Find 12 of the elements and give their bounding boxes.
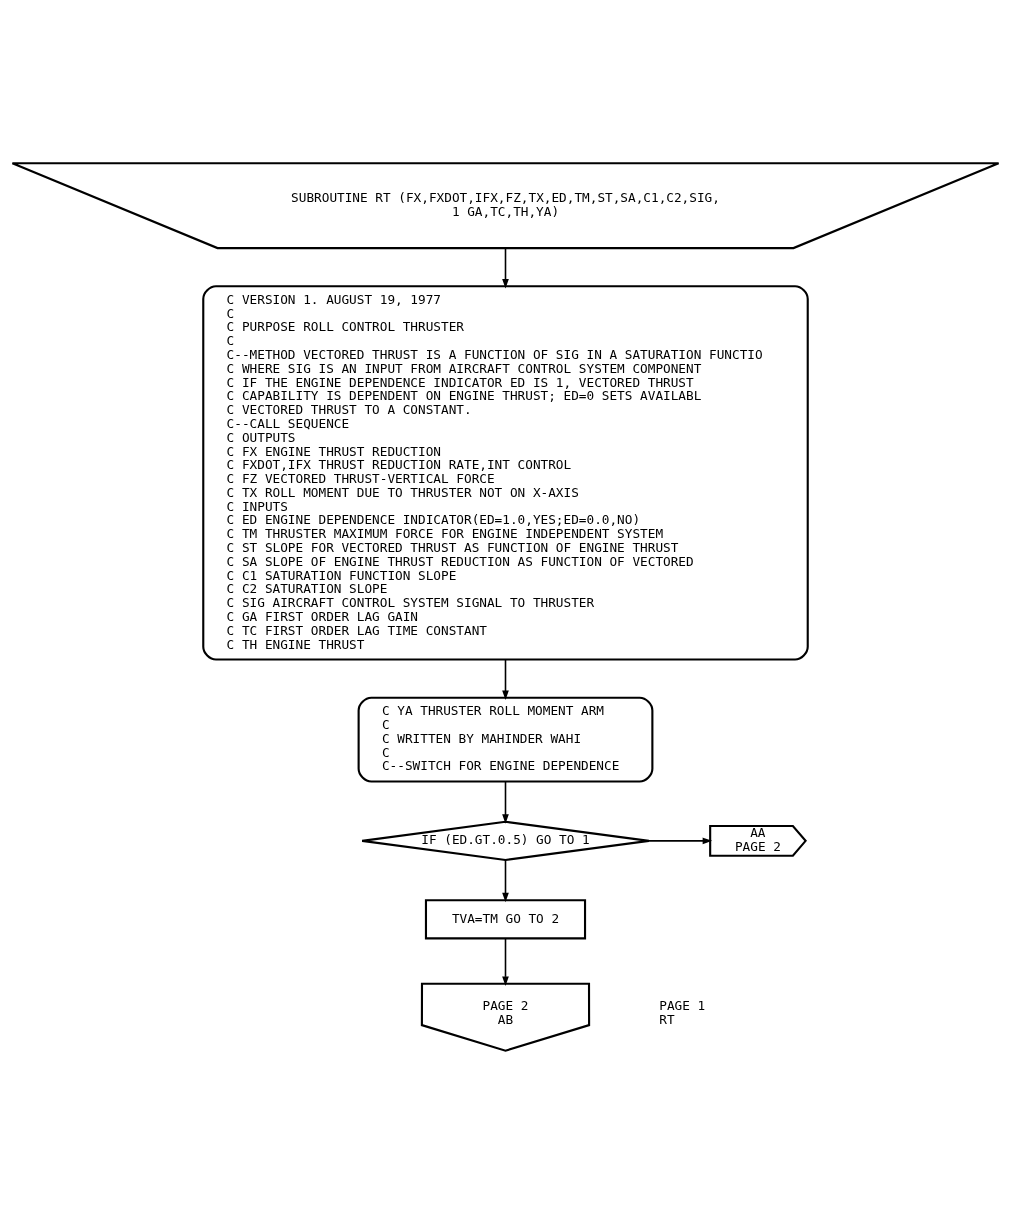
node-box: C VERSION 1. AUGUST 19, 1977 C C PURPOSE ROLL CONTROL THRUSTER C C--METHOD VECTORED THRUST IS A FUNCTION OF SIG IN A SATURATION FUNCTIO C WHERE SIG IS AN INPUT FROM AIRCRAFT CONTROL SYSTEM COMPONENT C IF THE ENGINE DEPENDENCE INDICATOR ED IS 1, VECTORED THRUST C CAPABILITY IS DEPENDENT ON ENGINE THRUST; ED=0 SETS AVAILABL C VECTORED THRUST TO A CONSTANT. C--CALL SEQUENCE C OUTPUTS C FX ENGINE THRUST REDUCTION C FXDOT,IFX THRUST REDUCTION RATE,INT CONTROL C FZ VECTORED THRUST-VERTICAL FORCE C TX ROLL MOMENT DUE TO THRUSTER NOT ON X-AXIS C INPUTS C ED ENGINE DEPENDENCE INDICATOR(ED=1.0,YES;ED=0.0,NO) C TM THRUSTER MAXIMUM FORCE FOR ENGINE INDEPENDENT SYSTEM C ST SLOPE FOR VECTORED THRUST AS FUNCTION OF ENGINE THRUST C SA SLOPE OF ENGINE THRUST REDUCTION AS FUNCTION OF VECTORED C C1 SATURATION FUNCTION SLOPE C C2 SATURATION SLOPE C SIG AIRCRAFT CONTROL SYSTEM SIGNAL TO THRUSTER C GA FIRST ORDER LAG GAIN C TC FIRST ORDER LAG TIME CONSTANT C TH ENGINE THRUST (202, 284, 809, 661)
arrow (502, 780, 509, 824)
arrow (648, 837, 713, 844)
node-box: C YA THRUSTER ROLL MOMENT ARM C C WRITTEN BY MAHINDER WAHI C C--SWITCH FOR ENGINE DEPENDENCE (357, 696, 654, 783)
label: RT (659, 1011, 675, 1027)
arrow (502, 937, 509, 986)
arrow (502, 246, 509, 288)
arrow (502, 858, 509, 902)
node-box: TVA=TM GO TO 2 (424, 898, 587, 939)
arrow (502, 658, 509, 700)
node-diamond: IF (ED.GT.0.5) GO TO 1 (361, 820, 650, 861)
label: PAGE 1 (659, 997, 706, 1013)
